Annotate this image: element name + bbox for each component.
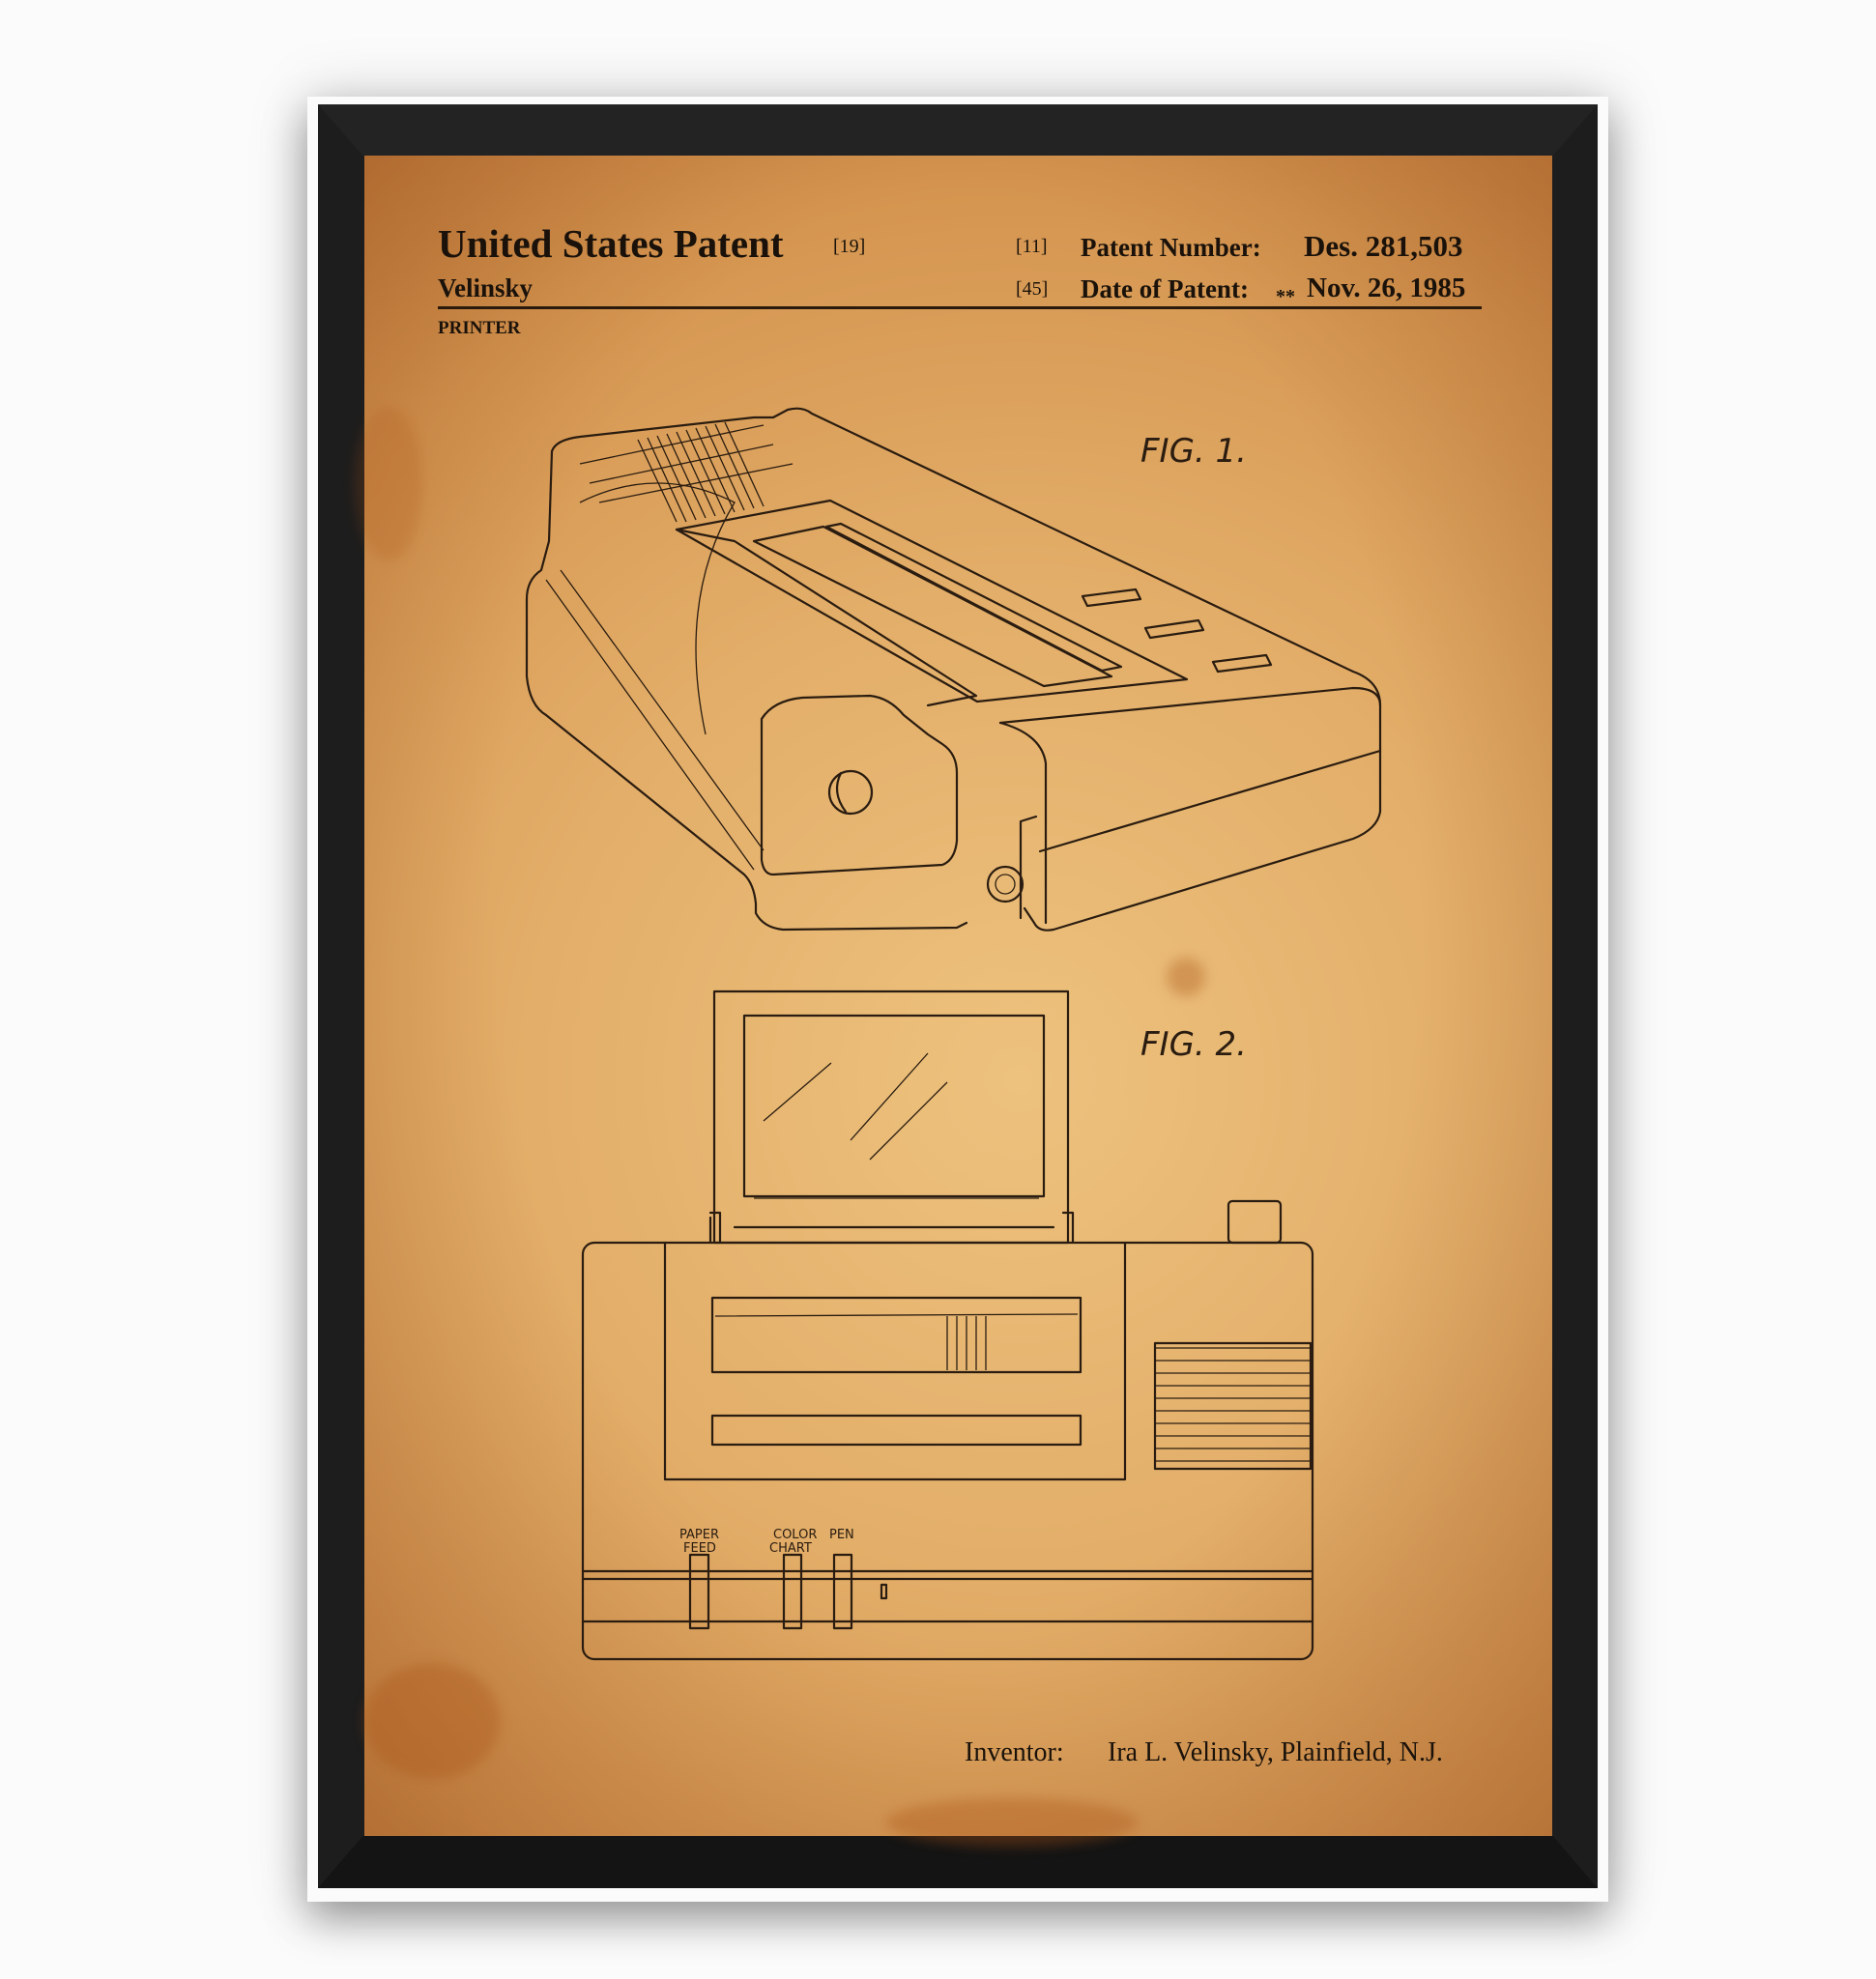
color-chart-label-1: COLOR <box>773 1528 817 1542</box>
patent-title: United States Patent <box>438 221 784 266</box>
date-label: Date of Patent: <box>1081 274 1249 303</box>
subject-printer: PRINTER <box>438 318 521 338</box>
stain <box>1167 958 1205 996</box>
patent-date: Nov. 26, 1985 <box>1307 272 1466 303</box>
stain <box>355 407 422 561</box>
fig1-label: FIG. 1. <box>1140 432 1247 471</box>
color-chart-button <box>782 1553 803 1630</box>
date-marker: ** <box>1276 286 1295 307</box>
paper-feed-label-1: PAPER <box>679 1528 719 1542</box>
patent-number-code: [11] <box>1016 236 1048 257</box>
pen-label: PEN <box>829 1528 854 1542</box>
paper-feed-label-2: FEED <box>683 1541 716 1556</box>
header-rule <box>438 306 1482 309</box>
inventor-name: Ira L. Velinsky, Plainfield, N.J. <box>1108 1737 1443 1767</box>
color-chart-label-2: CHART <box>769 1541 812 1556</box>
frame-bevel-bottom <box>318 1836 1598 1888</box>
fig2-label: FIG. 2. <box>1140 1025 1247 1064</box>
stain <box>886 1798 1138 1847</box>
aged-paper <box>355 156 1552 1847</box>
title-code: [19] <box>833 236 866 257</box>
frame-bevel-top <box>318 104 1598 156</box>
stain <box>364 1663 500 1779</box>
pen-button <box>832 1553 853 1630</box>
inventor-label: Inventor: <box>965 1737 1064 1767</box>
inventor-surname: Velinsky <box>438 273 534 302</box>
patent-number-label: Patent Number: <box>1081 233 1261 262</box>
patent-number: Des. 281,503 <box>1304 229 1463 263</box>
date-code: [45] <box>1016 278 1049 300</box>
vent-grille <box>1153 1341 1313 1471</box>
fig2-printer-drawing <box>581 990 1314 1661</box>
paper-feed-button <box>688 1553 710 1630</box>
fig1-printer-drawing <box>525 407 1382 932</box>
